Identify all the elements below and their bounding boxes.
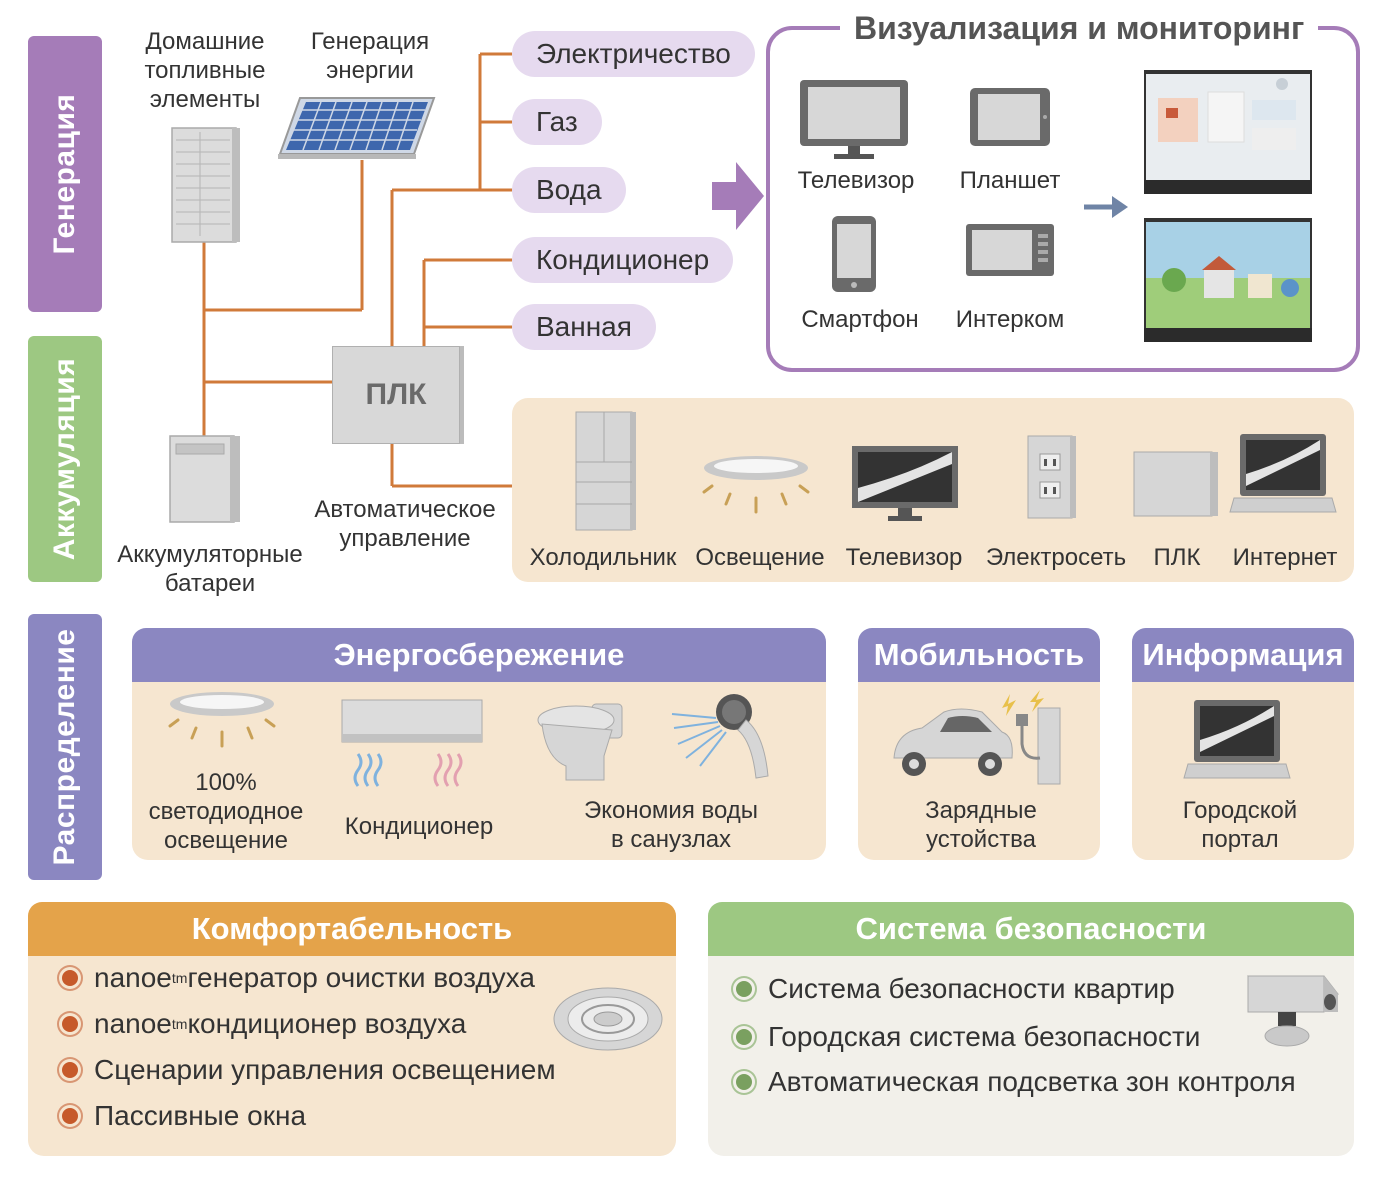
appliance-internet-label: Интернет: [1232, 544, 1338, 571]
smartphone-icon: [832, 216, 876, 292]
fuel-cells-label: Домашние топливные элементы: [144, 28, 266, 113]
utility-ac: Кондиционер: [512, 237, 734, 283]
utility-bath: Ванная: [512, 304, 656, 350]
portal-laptop-icon: [1183, 700, 1291, 779]
tab-distribution: Распределение: [28, 614, 102, 880]
led-label: 100% светодиодное освещение: [148, 769, 304, 854]
ac-label: Кондиционер: [344, 813, 494, 840]
plc-label: ПЛК: [365, 378, 427, 411]
bullet-icon: [62, 1016, 78, 1032]
comfort-item: Сценарии управления освещением: [62, 1054, 556, 1086]
bullet-icon: [736, 981, 752, 997]
security-item: Городская система безопасности: [736, 1021, 1200, 1053]
monitoring-title: Визуализация и мониторинг: [840, 8, 1319, 48]
information-title: Информация: [1132, 628, 1354, 682]
bullet-icon: [736, 1074, 752, 1090]
comfort-title: Комфортабельность: [28, 902, 676, 956]
appliance-grid-label: Электросеть: [985, 544, 1127, 571]
utility-gas: Газ: [512, 99, 602, 145]
appliance-plc-label: ПЛК: [1153, 544, 1201, 571]
tablet-icon: [970, 88, 1050, 146]
security-panel: Система безопасности: [708, 902, 1354, 1156]
fuel-cell-cabinet-icon: [171, 127, 240, 243]
comfort-item: Пассивные окна: [62, 1100, 306, 1132]
appliance-lighting-label: Освещение: [695, 544, 825, 571]
tab-distribution-label: Распределение: [48, 628, 81, 866]
bullet-icon: [62, 1108, 78, 1124]
intercom-icon: [966, 224, 1054, 276]
electric-car-charger-icon: [893, 690, 1061, 785]
utility-water: Вода: [512, 167, 626, 213]
security-title: Система безопасности: [708, 902, 1354, 956]
security-item: Система безопасности квартир: [736, 973, 1175, 1005]
batteries-label: Аккумуляторные батареи: [117, 541, 303, 597]
tv-icon: [800, 80, 908, 159]
bullet-icon: [736, 1029, 752, 1045]
television-icon: [852, 446, 958, 521]
security-camera-icon: [1246, 975, 1340, 1047]
mobility-title: Мобильность: [858, 628, 1100, 682]
device-smartphone-label: Смартфон: [801, 306, 919, 333]
comfort-panel: Комфортабельность: [28, 902, 676, 1156]
appliance-fridge-label: Холодильник: [529, 544, 677, 571]
device-tv-label: Телевизор: [797, 167, 915, 194]
utility-electricity: Электричество: [512, 31, 755, 77]
power-outlet-icon: [1027, 435, 1076, 519]
appliance-tv-label: Телевизор: [845, 544, 963, 571]
device-intercom-label: Интерком: [955, 306, 1065, 333]
led-lamp-icon: [168, 692, 276, 748]
plc-device-icon: [1133, 451, 1218, 517]
tab-generation: Генерация: [28, 36, 102, 312]
toilet-icon: [537, 703, 623, 781]
solar-label: Генерация энергии: [310, 28, 430, 84]
arrow-small-right-icon: [1084, 196, 1128, 218]
water-saving-label: Экономия воды в санузлах: [583, 797, 759, 853]
ceiling-lamp-icon: [702, 456, 810, 514]
monitoring-screen-1-image: [1144, 70, 1312, 194]
monitoring-screen-2-image: [1144, 218, 1312, 342]
arrow-right-icon: [712, 162, 764, 230]
solar-panel-icon: [278, 97, 436, 159]
information-label: Городской портал: [1182, 797, 1298, 853]
laptop-icon: [1229, 434, 1337, 513]
connection-lines: [202, 52, 512, 488]
device-tablet-label: Планшет: [959, 167, 1061, 194]
fridge-icon: [575, 411, 636, 531]
bullet-icon: [62, 1062, 78, 1078]
plc-box: ПЛК: [332, 346, 460, 444]
energy-saving-title: Энергосбережение: [132, 628, 826, 682]
shower-icon: [671, 694, 769, 779]
energy-saving-panel: Энергосбережение: [132, 628, 826, 860]
air-conditioner-icon: [341, 699, 483, 787]
auto-control-label: Автоматическое управление: [314, 496, 496, 552]
tab-accumulation: Аккумуляция: [28, 336, 102, 582]
air-purifier-icon: [553, 987, 663, 1051]
security-item: Автоматическая подсветка зон контроля: [736, 1066, 1296, 1098]
mobility-label: Зарядные устойства: [925, 797, 1037, 853]
battery-cabinet-icon: [169, 435, 240, 523]
bullet-icon: [62, 970, 78, 986]
